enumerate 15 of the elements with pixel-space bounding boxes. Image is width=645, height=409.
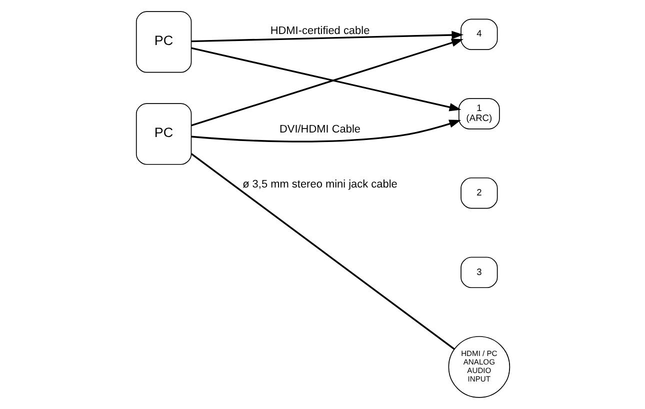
node-box: 1 (ARC) — [458, 98, 500, 130]
node-box: PC — [135, 103, 192, 165]
connector — [190, 153, 454, 350]
edge-label: DVI/HDMI Cable — [278, 124, 360, 136]
node-box: PC — [135, 11, 192, 73]
arrow — [190, 30, 464, 42]
node-box: 4 — [460, 18, 498, 50]
node-box: 3 — [460, 256, 498, 288]
edge-label: HDMI-certified cable — [270, 24, 370, 37]
arrow — [190, 47, 461, 112]
arrow — [190, 38, 463, 126]
arrow — [190, 120, 461, 142]
node-box: 2 — [460, 177, 498, 209]
node-circle: HDMI / PC ANALOG AUDIO INPUT — [448, 336, 510, 398]
edge-label: ø 3,5 mm stereo mini jack cable — [242, 178, 397, 191]
